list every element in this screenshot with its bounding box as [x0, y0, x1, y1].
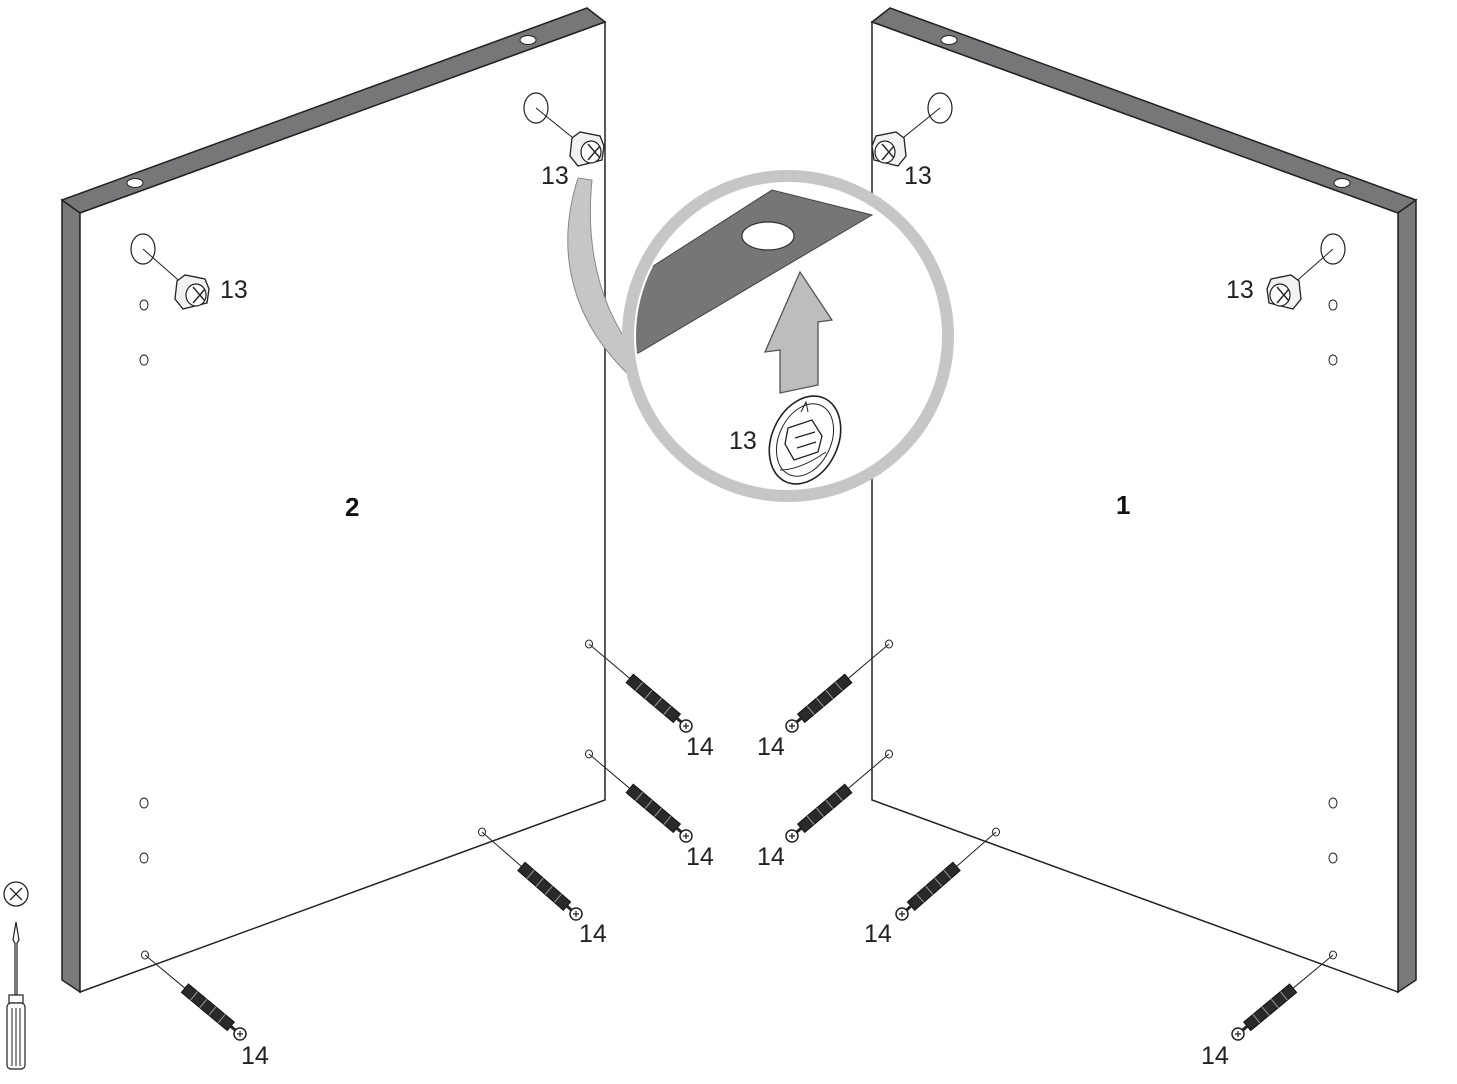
panel-2-shelf-hole — [139, 852, 149, 864]
dowel-14: 14 — [757, 753, 890, 871]
panel-2-shelf-hole — [139, 797, 149, 809]
panel-1-shelf-hole — [1328, 299, 1338, 311]
callout-panel-hole — [741, 221, 795, 251]
dowel-14-label: 14 — [686, 843, 714, 871]
panel-1-side-edge — [1397, 198, 1417, 994]
dowel-14-label: 14 — [1201, 1042, 1229, 1070]
cam-lock-13: 13 — [535, 107, 605, 190]
dowel-14-label: 14 — [579, 920, 607, 948]
callout-panel-section — [636, 189, 874, 371]
cam-lock-13-label: 13 — [1226, 276, 1254, 304]
panel-2-face — [79, 20, 606, 994]
callout-ring — [622, 170, 954, 502]
panel-1-edge-hole — [940, 35, 958, 45]
dowel-14-label: 14 — [757, 733, 785, 761]
detail-callout: 13 — [567, 170, 954, 502]
cam-lock-detail-icon — [768, 395, 842, 485]
dowel-14-label: 14 — [864, 920, 892, 948]
insert-direction-arrow — [763, 270, 834, 394]
panel-1-shelf-hole — [1328, 852, 1338, 864]
cam-locks: 13 13 13 13 — [142, 107, 1334, 310]
dowel-14: 14 — [588, 753, 714, 871]
panel-2-edge-hole — [519, 35, 537, 45]
cam-lock-13-label: 13 — [541, 162, 569, 190]
panel-1-label: 1 — [1116, 490, 1130, 520]
dowel-14: 14 — [588, 643, 714, 761]
dowel-14: 14 — [757, 643, 890, 761]
panel-2-edge-hole — [126, 178, 144, 188]
panel-1-edge-hole — [1333, 178, 1351, 188]
dowel-14: 14 — [1201, 954, 1334, 1070]
dowel-14-label: 14 — [686, 733, 714, 761]
cam-lock-13-label: 13 — [904, 162, 932, 190]
dowels: 14 14 14 14 14 14 14 14 — [144, 643, 1334, 1070]
cam-lock-13: 13 — [142, 248, 248, 310]
dowel-14: 14 — [144, 954, 269, 1070]
panel-1: 1 — [870, 7, 1418, 994]
screwdriver-icon — [6, 921, 26, 1070]
panel-1-face — [871, 20, 1399, 994]
cam-lock-13-label: 13 — [220, 276, 248, 304]
dowel-14: 14 — [481, 831, 607, 948]
panel-2-shelf-hole — [139, 354, 149, 366]
dowel-14-label: 14 — [241, 1042, 269, 1070]
dowel-14: 14 — [864, 831, 997, 948]
panel-2-label: 2 — [345, 492, 359, 522]
cam-lock-13: 13 — [871, 107, 941, 190]
panel-1-shelf-hole — [1328, 797, 1338, 809]
panel-1-shelf-hole — [1328, 354, 1338, 366]
panel-2-side-edge — [61, 198, 81, 994]
cam-lock-13: 13 — [1226, 248, 1334, 310]
dowel-14-label: 14 — [757, 843, 785, 871]
callout-part-13-label: 13 — [729, 427, 757, 455]
panel-2-shelf-hole — [139, 299, 149, 311]
panel-2: 2 — [60, 7, 607, 994]
power-drill-crossed-icon — [3, 881, 29, 907]
